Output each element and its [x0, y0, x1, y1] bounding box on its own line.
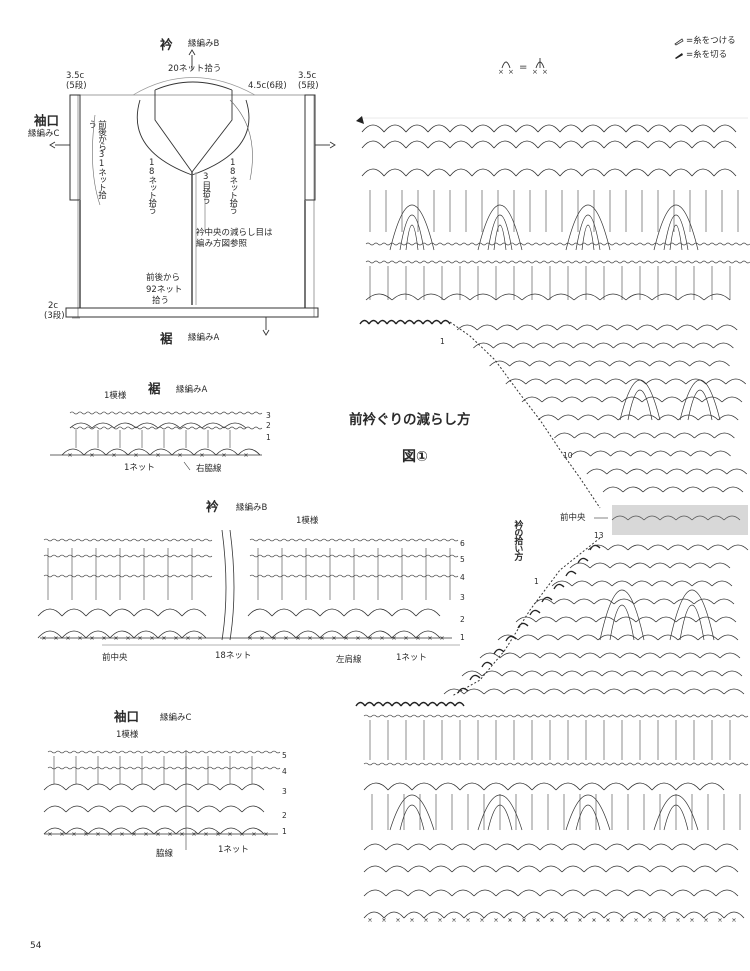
legend-attach-label: =糸をつける — [686, 36, 736, 46]
schematic-drawing — [49, 49, 336, 336]
collar-stitch-drawing — [37, 529, 460, 646]
cuff-chart-repeat: 1模様 — [116, 730, 139, 740]
main-chart-row-13: 13 — [594, 531, 604, 540]
collar-chart-front-center: 前中央 — [102, 653, 128, 663]
collar-chart-row-5: 5 — [460, 555, 465, 564]
main-chart-front-center: 前中央 — [560, 513, 586, 523]
schematic-sleeve-right-rows: (5段) — [298, 81, 319, 91]
schematic-left-18: 18ネット拾う — [146, 158, 157, 214]
schematic-collar-stitch: 縁編みB — [188, 39, 220, 49]
schematic-hem-stitch: 縁編みA — [188, 333, 220, 343]
collar-chart-row-4: 4 — [460, 573, 465, 582]
svg-text:×: × — [542, 68, 548, 76]
main-chart-figure: 図① — [402, 449, 428, 465]
schematic-hem-height: 2c — [48, 301, 59, 311]
collar-chart-net: 1ネット — [396, 653, 427, 663]
schematic-hem-pickup-1: 前後から — [146, 273, 181, 283]
schematic-cuff-stitch: 縁編みC — [28, 129, 60, 139]
cuff-chart-row-4: 4 — [282, 767, 287, 776]
schematic-collar-top: 20ネット拾う — [168, 64, 222, 74]
collar-chart-row-1: 1 — [460, 633, 465, 642]
hem-stitch-drawing — [50, 411, 263, 471]
cuff-stitch-drawing — [43, 750, 281, 850]
schematic-hem-rows: (3段) — [44, 311, 65, 321]
schematic-hem-pickup-3: 拾う — [152, 296, 170, 306]
collar-chart-net18: 18ネット — [215, 651, 252, 661]
cuff-chart-stitch: 縁編みC — [160, 713, 192, 723]
schematic-sleeve-left-rows: (5段) — [66, 81, 87, 91]
cuff-chart-title: 袖口 — [114, 709, 140, 724]
collar-chart-row-2: 2 — [460, 615, 465, 624]
hem-chart-row-1: 1 — [266, 433, 271, 442]
cuff-chart-row-2: 2 — [282, 811, 287, 820]
schematic-collar-note-1: 衿中央の減らし目は — [196, 228, 273, 238]
svg-text:×: × — [498, 68, 504, 76]
stitch-equivalence-icon: × × × × — [498, 58, 548, 76]
main-chart-collar-pickup: 衿の拾い方 — [512, 520, 523, 560]
cuff-chart-side: 脇線 — [156, 849, 174, 859]
collar-chart-stitch: 縁編みB — [236, 503, 268, 513]
schematic-collar-right-width: 4.5c(6段) — [248, 81, 287, 91]
hem-chart-repeat: 1模様 — [104, 391, 127, 401]
cuff-chart-net: 1ネット — [218, 845, 249, 855]
schematic-collar-note-2: 編み方図参照 — [196, 239, 248, 249]
cut-yarn-icon — [675, 53, 683, 59]
schematic-right-18: 18ネット拾う — [227, 158, 238, 214]
schematic-hem-title: 裾 — [160, 331, 173, 346]
schematic-sleeve-right-width: 3.5c — [298, 71, 317, 81]
collar-chart-shoulder: 左肩線 — [336, 655, 362, 665]
collar-chart-row-6: 6 — [460, 539, 465, 548]
cuff-chart-row-3: 3 — [282, 787, 287, 796]
hem-chart-net: 1ネット — [124, 463, 155, 473]
main-chart-row-1: 1 — [440, 337, 445, 346]
collar-chart-title: 衿 — [206, 499, 219, 514]
hem-chart-title: 裾 — [148, 381, 161, 396]
legend-cut-label: =糸を切る — [686, 50, 728, 60]
schematic-center-3: 3目拾う — [200, 172, 211, 204]
main-chart-title: 前衿ぐりの減らし方 — [349, 412, 471, 428]
hem-chart-row-3: 3 — [266, 411, 271, 420]
schematic-cuff-pickup: 前後から31ネット拾う — [86, 120, 107, 198]
collar-chart-row-3: 3 — [460, 593, 465, 602]
attach-yarn-icon — [674, 38, 684, 46]
page-number: 54 — [30, 941, 42, 951]
hem-chart-stitch: 縁編みA — [176, 385, 208, 395]
schematic-cuff-title: 袖口 — [34, 113, 60, 128]
main-chart-row-1b: 1 — [534, 577, 539, 586]
svg-text:×: × — [532, 68, 538, 76]
hem-chart-row-2: 2 — [266, 421, 271, 430]
svg-text:×: × — [508, 68, 514, 76]
cuff-chart-row-1: 1 — [282, 827, 287, 836]
schematic-sleeve-left-width: 3.5c — [66, 71, 85, 81]
collar-chart-repeat: 1模様 — [296, 516, 319, 526]
hem-chart-side: 右脇線 — [196, 464, 222, 474]
main-chart-row-10: 10 — [563, 451, 573, 460]
schematic-collar-title: 衿 — [160, 37, 173, 52]
equivalence-eq: = — [519, 62, 528, 73]
schematic-hem-pickup-2: 92ネット — [146, 285, 183, 295]
cuff-chart-row-5: 5 — [282, 751, 287, 760]
